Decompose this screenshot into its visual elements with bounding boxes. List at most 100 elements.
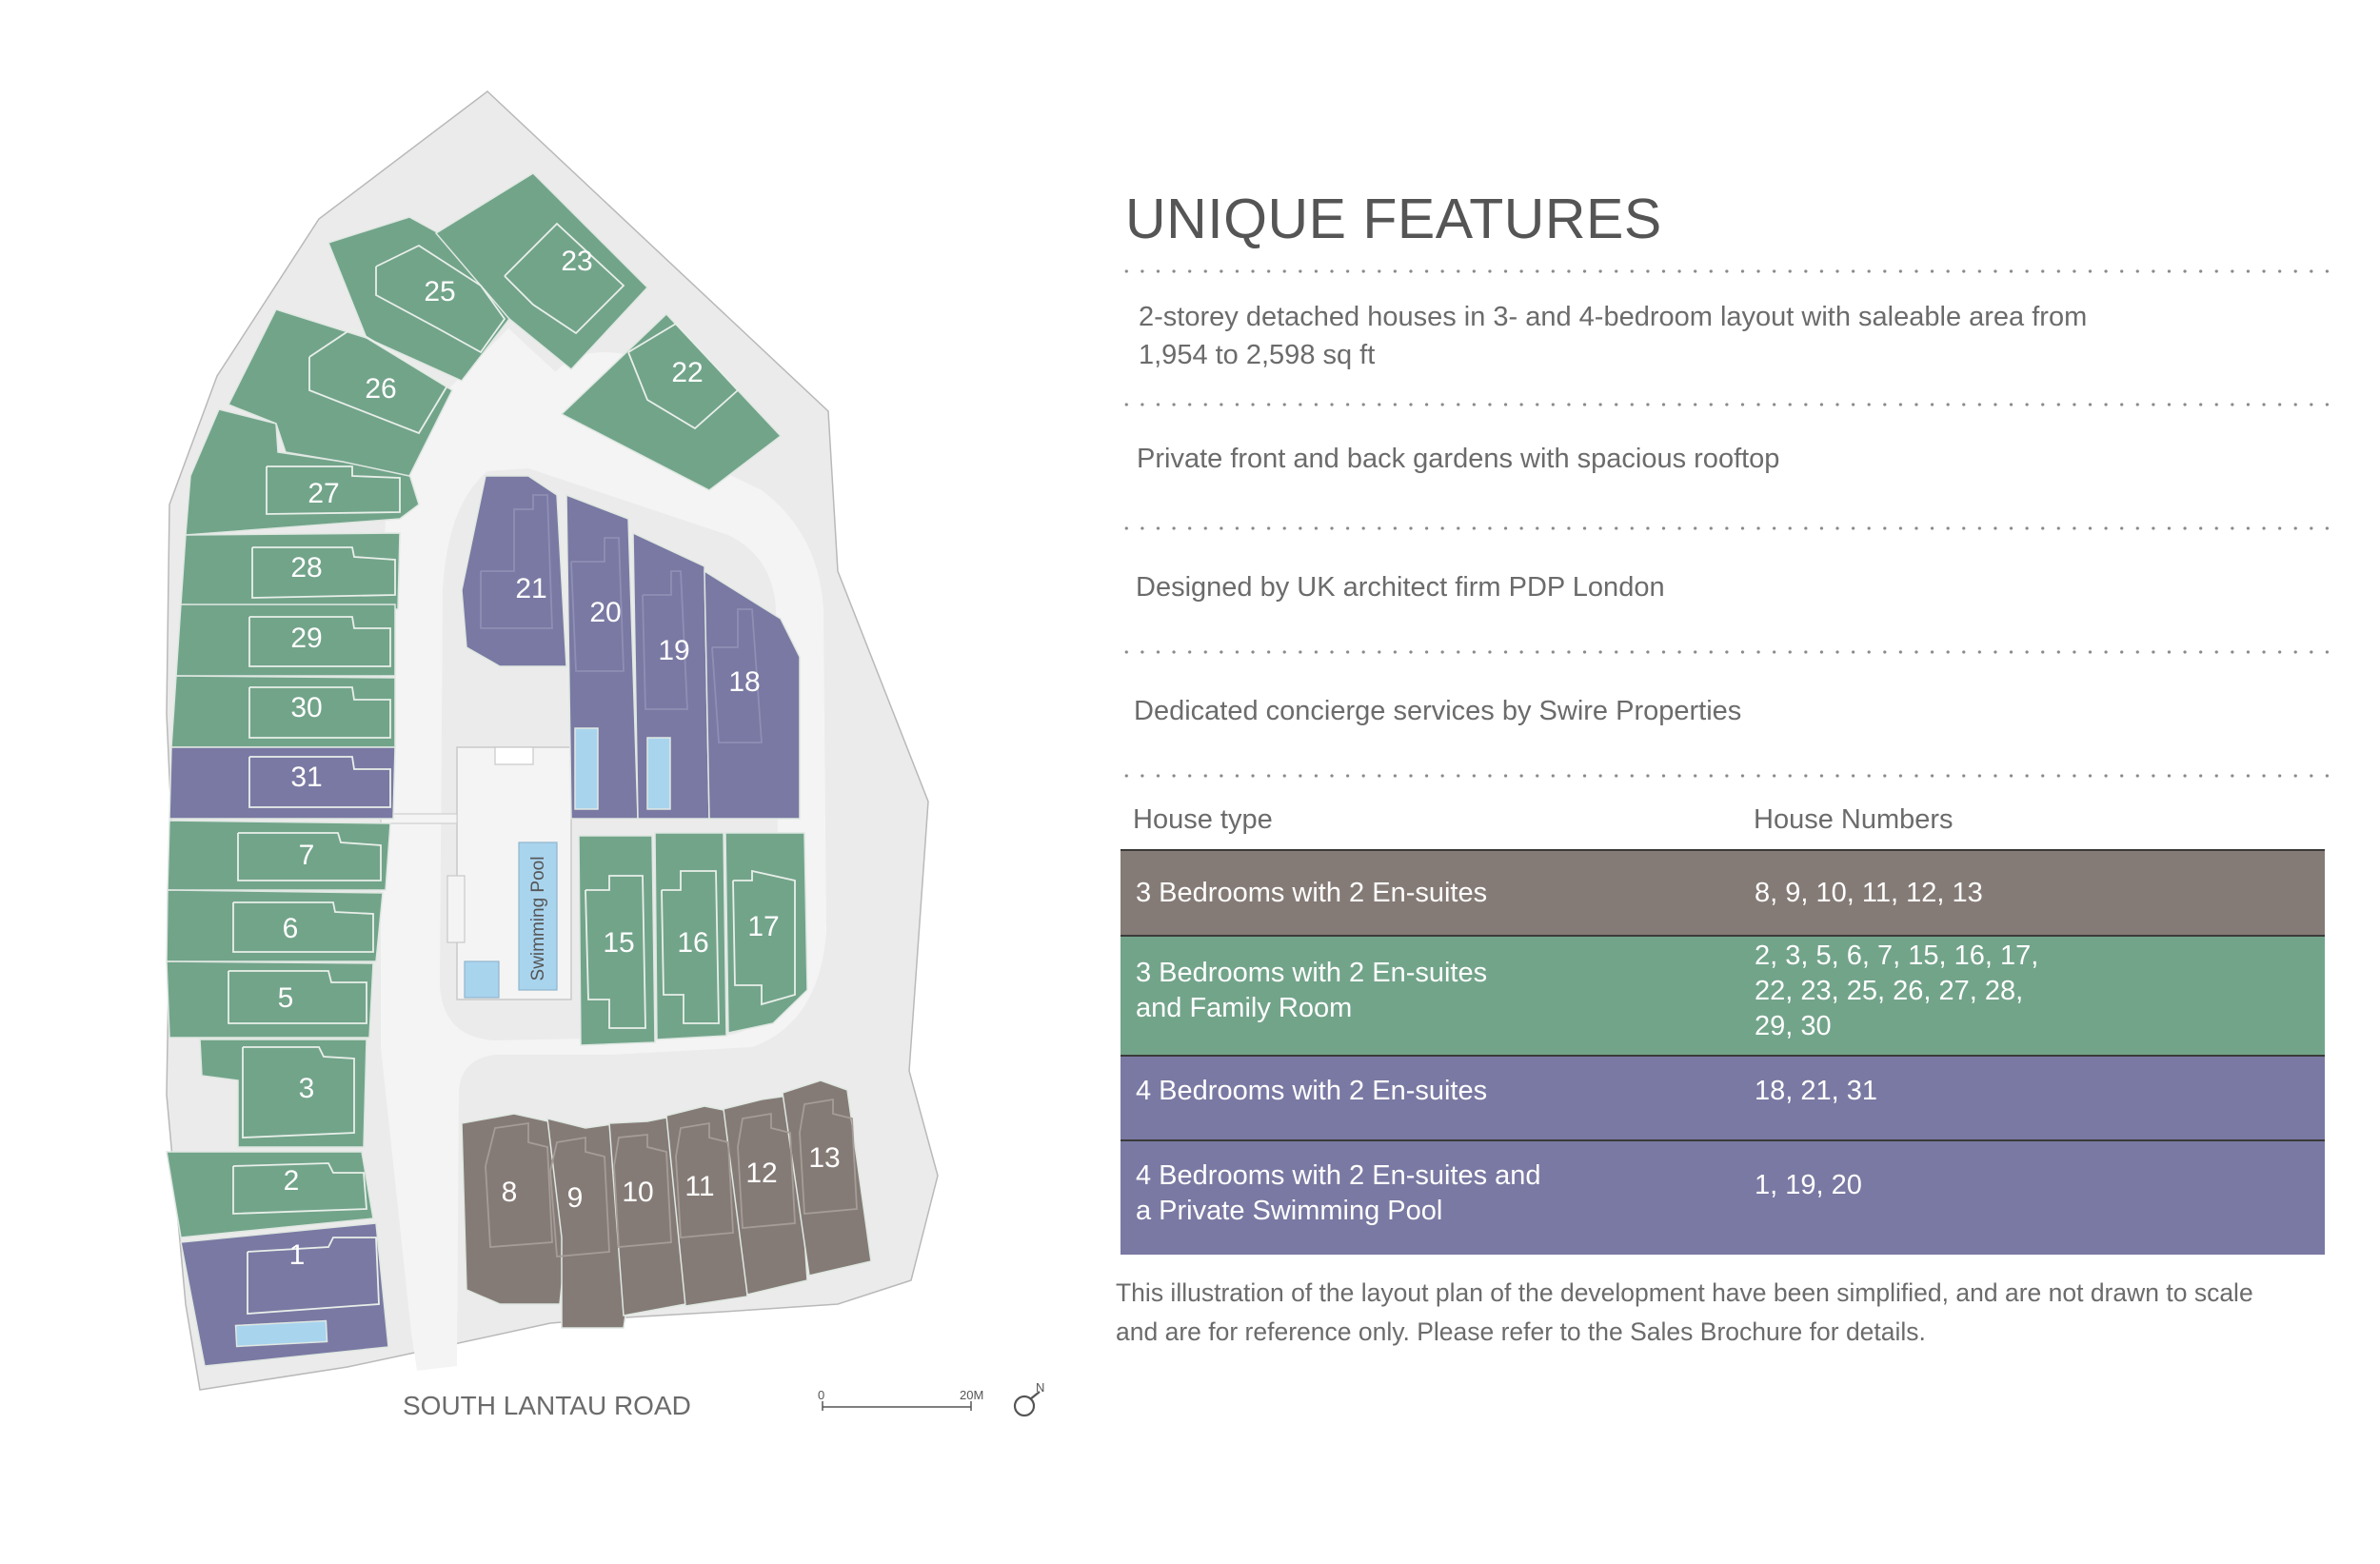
house-type-cell: 3 Bedrooms with 2 En-suites bbox=[1136, 958, 1488, 988]
house-lots-west bbox=[166, 408, 420, 1367]
lot-2 bbox=[166, 1151, 374, 1238]
house-type-cell: 4 Bedrooms with 2 En-suites bbox=[1136, 1076, 1488, 1106]
house-number: 8 bbox=[502, 1177, 518, 1208]
scale-start-label: 0 bbox=[818, 1388, 824, 1402]
house-number: 23 bbox=[561, 246, 592, 277]
house-number: 31 bbox=[290, 762, 322, 793]
house-number: 7 bbox=[299, 840, 315, 871]
swimming-pool bbox=[518, 841, 558, 991]
house-number: 12 bbox=[745, 1158, 777, 1189]
kids-pool bbox=[464, 960, 500, 999]
divider bbox=[1119, 269, 2335, 273]
divider bbox=[1119, 650, 2335, 654]
house-number: 9 bbox=[567, 1182, 584, 1214]
scale-end-label: 20M bbox=[960, 1388, 983, 1402]
house-number: 6 bbox=[283, 913, 299, 944]
lot-22 bbox=[560, 312, 783, 491]
house-lots-north bbox=[227, 172, 783, 491]
house-number: 16 bbox=[677, 927, 708, 959]
lot-28 bbox=[180, 532, 401, 610]
house-number: 28 bbox=[290, 552, 322, 584]
house-numbers-cell: 1, 19, 20 bbox=[1755, 1170, 1862, 1200]
table-row: 4 Bedrooms with 2 En-suites 18, 21, 31 bbox=[1121, 1055, 2325, 1139]
house-number: 27 bbox=[307, 478, 339, 509]
feature-item: Private front and back gardens with spac… bbox=[1137, 440, 2353, 478]
house-number: 19 bbox=[658, 635, 689, 666]
lot-29 bbox=[175, 604, 396, 677]
feature-text: Designed by UK architect firm PDP London bbox=[1136, 572, 1665, 603]
divider bbox=[1119, 774, 2335, 778]
house-numbers-cell: 2, 3, 5, 6, 7, 15, 16, 17, bbox=[1755, 940, 2039, 971]
road-label: SOUTH LANTAU ROAD bbox=[403, 1391, 691, 1420]
house-number: 5 bbox=[278, 982, 294, 1014]
north-label: N bbox=[1036, 1380, 1044, 1395]
lot-5 bbox=[166, 960, 374, 1039]
house-number: 25 bbox=[424, 276, 455, 307]
note-line: This illustration of the layout plan of … bbox=[1116, 1278, 2253, 1307]
house-number: 21 bbox=[515, 573, 546, 604]
lot-7 bbox=[167, 820, 391, 891]
house-lots-inner bbox=[461, 475, 801, 820]
lot-1 bbox=[180, 1222, 389, 1367]
house-number: 17 bbox=[747, 911, 779, 942]
lot-23 bbox=[434, 172, 649, 371]
feature-item: Dedicated concierge services by Swire Pr… bbox=[1134, 692, 2350, 730]
house-numbers-cell: 18, 21, 31 bbox=[1755, 1076, 1877, 1106]
header-house-type: House type bbox=[1133, 804, 1273, 835]
house-number: 1 bbox=[289, 1239, 306, 1271]
lot-31 bbox=[169, 746, 396, 820]
house-number: 2 bbox=[284, 1165, 300, 1197]
divider bbox=[1119, 403, 2335, 406]
lot-3 bbox=[199, 1039, 367, 1148]
note-line: and are for reference only. Please refer… bbox=[1116, 1317, 1926, 1346]
north-arrow-icon: N bbox=[1013, 1380, 1044, 1417]
disclaimer-note: This illustration of the layout plan of … bbox=[1116, 1274, 2334, 1352]
house-lots-south bbox=[461, 1079, 872, 1329]
house-numbers-cell: 29, 30 bbox=[1755, 1011, 1832, 1041]
house-number: 11 bbox=[684, 1171, 714, 1202]
pool-house-1 bbox=[234, 1319, 328, 1348]
lot-15 bbox=[578, 835, 656, 1046]
feature-text: Dedicated concierge services by Swire Pr… bbox=[1134, 696, 1742, 726]
house-number: 13 bbox=[808, 1142, 840, 1174]
features-title: UNIQUE FEATURES bbox=[1125, 188, 1662, 250]
house-type-cell: 4 Bedrooms with 2 En-suites and bbox=[1136, 1160, 1541, 1191]
site-layout-plan: Swimming Pool bbox=[166, 90, 1044, 1420]
house-number: 20 bbox=[589, 597, 621, 628]
lot-9 bbox=[546, 1118, 627, 1329]
feature-text: Private front and back gardens with spac… bbox=[1137, 444, 1780, 474]
header-house-numbers: House Numbers bbox=[1754, 804, 1954, 835]
road-spur bbox=[538, 352, 624, 428]
table-row: 3 Bedrooms with 2 En-suites and Family R… bbox=[1121, 935, 2325, 1055]
house-number: 15 bbox=[603, 927, 634, 959]
house-number: 10 bbox=[622, 1177, 653, 1208]
lot-26 bbox=[227, 308, 453, 477]
lot-18 bbox=[704, 569, 801, 820]
house-type-cell: 3 Bedrooms with 2 En-suites bbox=[1136, 878, 1488, 908]
scale-bar: 0 20M bbox=[818, 1388, 983, 1411]
feature-item: 2-storey detached houses in 3- and 4-bed… bbox=[1139, 298, 2355, 374]
divider bbox=[1119, 526, 2335, 530]
house-numbers-cell: 8, 9, 10, 11, 12, 13 bbox=[1755, 878, 1983, 908]
house-number: 29 bbox=[290, 623, 322, 654]
house-type-cell: a Private Swimming Pool bbox=[1136, 1196, 1443, 1226]
lot-6 bbox=[166, 889, 384, 962]
feature-item: Designed by UK architect firm PDP London bbox=[1136, 568, 2352, 606]
house-number: 3 bbox=[299, 1073, 315, 1104]
feature-text: 1,954 to 2,598 sq ft bbox=[1139, 340, 1376, 370]
table-row: 3 Bedrooms with 2 En-suites 8, 9, 10, 11… bbox=[1121, 849, 2325, 935]
lot-17 bbox=[724, 832, 808, 1034]
house-number: 22 bbox=[671, 357, 703, 388]
house-lots-inner-green bbox=[578, 832, 808, 1046]
lot-27 bbox=[185, 408, 420, 536]
house-number: 30 bbox=[290, 692, 322, 723]
lot-16 bbox=[654, 832, 727, 1040]
house-numbers-cell: 22, 23, 25, 26, 27, 28, bbox=[1755, 976, 2024, 1006]
house-number: 18 bbox=[728, 666, 760, 698]
house-number: 26 bbox=[365, 373, 396, 405]
feature-text: 2-storey detached houses in 3- and 4-bed… bbox=[1139, 302, 2088, 332]
pool-label: Swimming Pool bbox=[528, 857, 548, 981]
table-row: 4 Bedrooms with 2 En-suites and a Privat… bbox=[1121, 1139, 2325, 1255]
lot-13 bbox=[782, 1079, 872, 1277]
house-type-cell: and Family Room bbox=[1136, 993, 1353, 1023]
